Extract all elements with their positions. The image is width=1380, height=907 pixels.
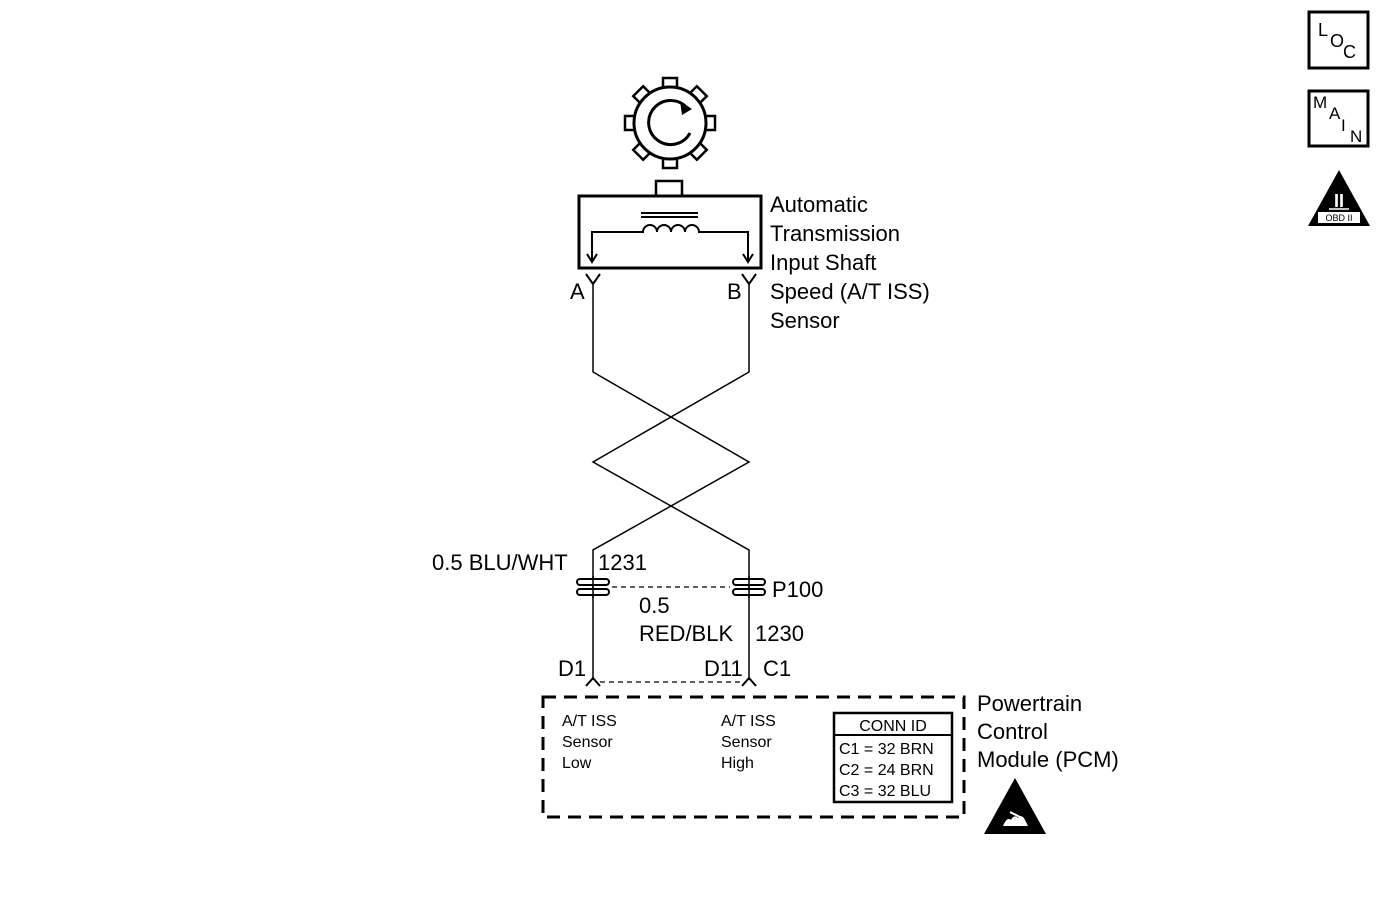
sensor-name-line-2: Transmission	[770, 221, 900, 246]
iss-low-label-line-1: A/T ISS	[562, 713, 617, 730]
pcm-name: Powertrain Control Module (PCM)	[977, 691, 1119, 772]
sensor-name-line-5: Sensor	[770, 308, 840, 333]
obd-numeral: II	[1334, 191, 1344, 211]
sensor-name-line-1: Automatic	[770, 192, 868, 217]
sensor-name-line-3: Input Shaft	[770, 250, 876, 275]
iss-low-label-line-2: Sensor	[562, 734, 613, 751]
p100-label: P100	[772, 577, 823, 602]
right-wire-size-label: 0.5	[639, 593, 670, 618]
sensor-name-line-4: Speed (A/T ISS)	[770, 279, 930, 304]
left-wire-color-label: 0.5 BLU/WHT	[432, 550, 568, 575]
iss-low-label-line-3: Low	[562, 755, 592, 772]
main-button[interactable]: M A I N	[1307, 89, 1370, 148]
conn-id-row: C3 = 32 BLU	[839, 783, 931, 800]
pin-d11-label: D11	[704, 656, 743, 681]
esd-warning-icon	[984, 778, 1046, 834]
main-letter-a: A	[1329, 104, 1341, 123]
pcm-name-line-1: Powertrain	[977, 691, 1082, 716]
connector-c1-label: C1	[763, 656, 791, 681]
inline-connector-p100: P100	[576, 576, 823, 602]
obd-ii-icon[interactable]: II OBD II	[1308, 170, 1370, 226]
sensor-pin-a: A	[570, 273, 601, 304]
conn-id-row: C1 = 32 BRN	[839, 741, 934, 758]
pcm-name-line-2: Control	[977, 719, 1048, 744]
iss-sensor	[577, 179, 763, 270]
pcm-name-line-3: Module (PCM)	[977, 747, 1119, 772]
loc-letter-o: O	[1330, 31, 1344, 51]
main-letter-i: I	[1341, 116, 1346, 135]
pin-a-label: A	[570, 279, 585, 304]
pin-b-label: B	[727, 279, 742, 304]
obd-label: OBD II	[1325, 213, 1352, 223]
loc-letter-l: L	[1318, 20, 1328, 40]
main-letter-n: N	[1350, 127, 1362, 146]
sensor-pin-b: B	[727, 273, 757, 304]
left-wire-circuit-label: 1231	[598, 550, 647, 575]
reluctor-wheel-icon	[623, 76, 717, 170]
pcm-connector-pins: D1 D11 C1	[558, 656, 791, 687]
conn-id-row: C2 = 24 BRN	[839, 762, 934, 779]
right-wire-circuit-label: 1230	[755, 621, 804, 646]
loc-button[interactable]: L O C	[1307, 10, 1370, 70]
pcm-module: A/T ISS Sensor Low A/T ISS Sensor High C…	[541, 695, 966, 819]
conn-id-table: CONN ID C1 = 32 BRN C2 = 24 BRN C3 = 32 …	[832, 711, 954, 804]
loc-letter-c: C	[1343, 42, 1356, 62]
sensor-name: Automatic Transmission Input Shaft Speed…	[770, 192, 930, 333]
main-letter-m: M	[1313, 93, 1327, 112]
conn-id-title: CONN ID	[859, 718, 927, 735]
pin-d1-label: D1	[558, 656, 586, 681]
right-wire-color-label: RED/BLK	[639, 621, 733, 646]
iss-high-label-line-3: High	[721, 755, 754, 772]
iss-high-label-line-2: Sensor	[721, 734, 772, 751]
iss-high-label-line-1: A/T ISS	[721, 713, 776, 730]
